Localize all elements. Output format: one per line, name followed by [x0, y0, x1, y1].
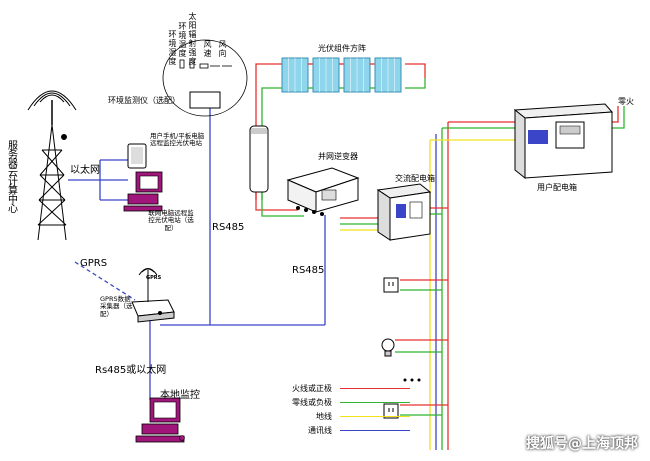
rs485-label-a: RS485 [212, 222, 245, 233]
local-pc-icon [135, 397, 185, 443]
gprs-tag: GPRS [146, 275, 162, 281]
rs485-label-b: RS485 [292, 265, 325, 276]
user-box-icon [513, 103, 614, 180]
server-label: 服务器云计算中心 [8, 141, 18, 215]
sensor-label-radiation: 太阳辐射强度 [188, 12, 197, 66]
legend-row: 零线或负极 [260, 397, 410, 408]
rs485-ethernet-label: Rs485或以太网 [95, 365, 167, 376]
gprs-collector-icon [131, 268, 175, 323]
combiner-box [249, 125, 269, 193]
pv-array-label: 光伏组件方阵 [318, 44, 366, 53]
gprs-label: GPRS [80, 258, 108, 269]
inverter-label: 并网逆变器 [318, 152, 358, 161]
tower-icon [27, 90, 77, 241]
remote-pc-label: 联网电脑远程监控光伏电站（选配） [148, 209, 194, 232]
sensor-label-winddir: 风向 [218, 40, 227, 58]
sensor-label-windspeed: 风速 [203, 40, 212, 58]
socket-icon [383, 277, 399, 419]
legend-label: 通讯线 [308, 426, 332, 435]
local-monitor-label: 本地监控 [160, 390, 200, 401]
env-monitor-label: 环境监测仪（选配） [108, 96, 180, 105]
ethernet-label: 以太网 [70, 165, 100, 176]
legend-label: 火线或正极 [292, 384, 332, 393]
collector-label: GPRS数据采集器（选配） [100, 295, 133, 318]
legend-line [340, 402, 410, 403]
watermark: 搜狐号@上海顶邦 [526, 436, 638, 452]
inverter-icon [286, 167, 360, 216]
legend-line [340, 416, 410, 417]
ac-box-label: 交流配电箱 [395, 174, 435, 183]
env-monitor [162, 39, 248, 117]
user-box-label: 用户配电箱 [537, 183, 577, 192]
sensor-label-temp: 环境温度 [178, 22, 187, 58]
legend-label: 零线或负极 [292, 398, 332, 407]
zero-fire-label: 零火 [618, 97, 634, 106]
legend-row: 地线 [260, 411, 410, 422]
sensor-label-humidity: 环境湿度 [168, 30, 177, 66]
tablet-icon [127, 143, 147, 169]
remote-pc-icon [123, 171, 163, 212]
legend-line [340, 430, 410, 431]
user-device-label: 用户手机/平板电脑远程监控光伏电站 [150, 132, 205, 148]
pv-panels [281, 57, 402, 93]
lamp-icon [381, 338, 395, 357]
communication-lines [68, 108, 326, 400]
legend-row: 火线或正极 [260, 383, 410, 394]
ac-box-icon [376, 183, 432, 241]
legend-line [340, 388, 410, 389]
legend-row: 通讯线 [260, 425, 410, 436]
sensor-icon [179, 59, 232, 69]
ellipsis-dots [403, 378, 421, 382]
legend-label: 地线 [316, 412, 332, 421]
